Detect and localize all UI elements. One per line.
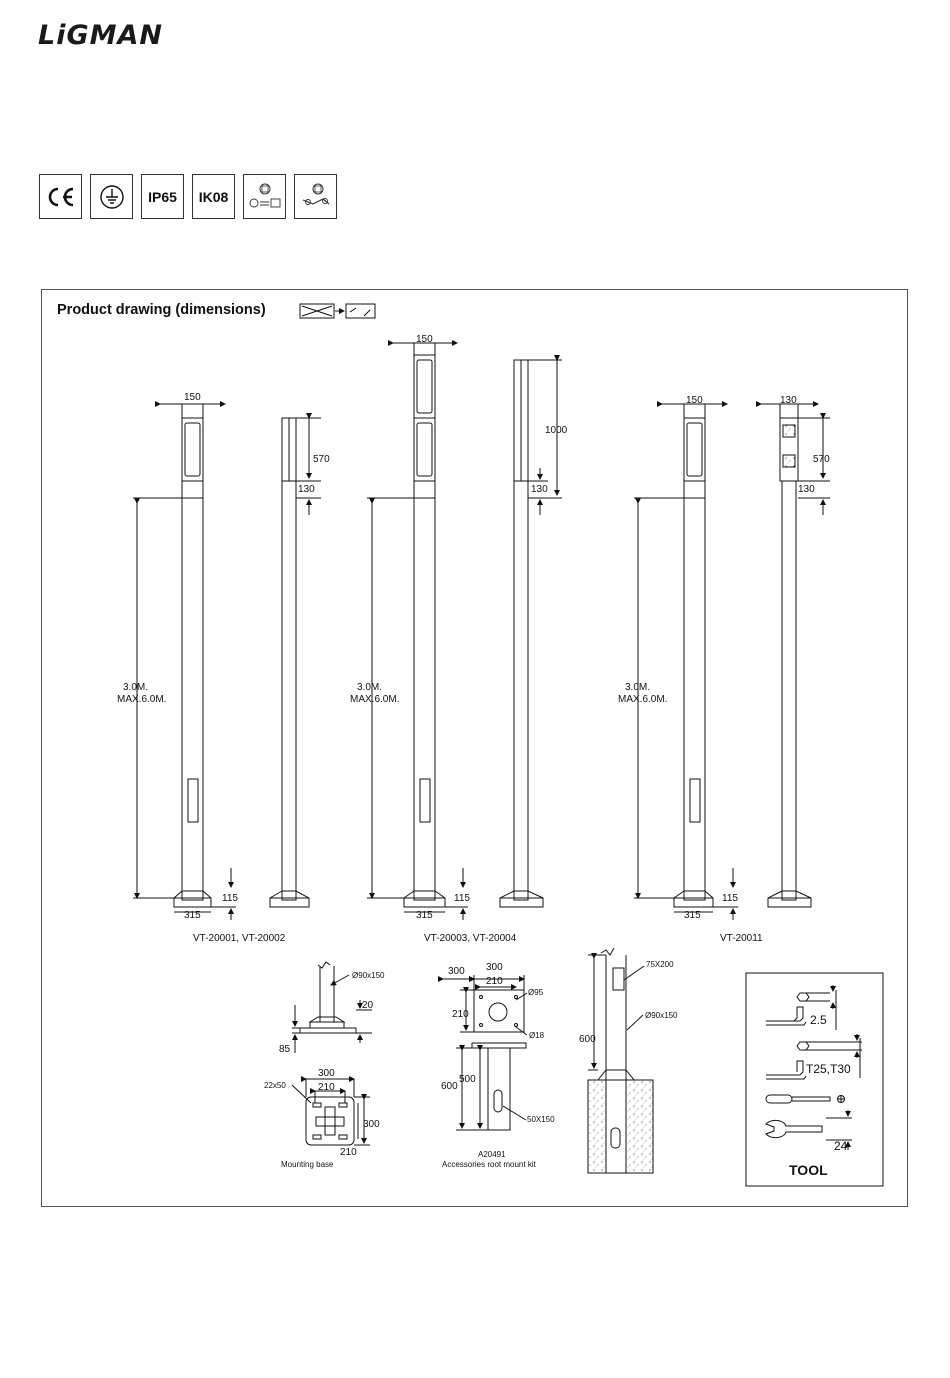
model-c-label: VT-20011: [720, 933, 763, 944]
tool-label: TOOL: [789, 1162, 828, 1178]
ik08-label: IK08: [198, 188, 229, 205]
ligman-logo: LiGMAN: [38, 20, 163, 51]
screwdriver-icon: [765, 1094, 845, 1104]
mount-diameter-label: Ø90x150: [352, 971, 385, 980]
pole-b-width-label: 150: [416, 334, 433, 345]
kit-210-label: 210: [486, 976, 503, 987]
kit-600-label: 600: [441, 1081, 458, 1092]
model-a-label: VT-20001, VT-20002: [193, 933, 286, 944]
mount-plate-height-label: 20: [362, 1000, 374, 1011]
hex-key-icon: [766, 985, 837, 1030]
pole-b-height-line2: MAX.6.0M.: [350, 694, 399, 705]
product-drawing-frame: [41, 289, 908, 1207]
root-mount-kit: [438, 975, 528, 1131]
power-option-badge: [243, 174, 286, 219]
pole-a-side: [269, 413, 321, 908]
ip65-badge: IP65: [141, 174, 184, 219]
ip65-label: IP65: [148, 188, 177, 205]
kit-210-side-label: 210: [452, 1009, 469, 1020]
pole-c-base-width-label: 315: [684, 910, 701, 921]
pole-c-front: [634, 401, 738, 920]
kit-300a-label: 300: [448, 966, 465, 977]
kit-d95-label: Ø95: [528, 988, 544, 997]
pole-a-height-line1: 3.0M.: [123, 682, 148, 693]
pole-a-height-line2: MAX.6.0M.: [117, 694, 166, 705]
pole-c-gap-label: 130: [798, 484, 815, 495]
pole-a-base-height-label: 115: [222, 893, 238, 904]
cable-option-badge: [294, 174, 337, 219]
concrete-installation: [587, 947, 654, 1174]
mounting-base-side: [292, 961, 372, 1053]
pole-a-base-width-label: 315: [184, 910, 201, 921]
pole-c-base-height-label: 115: [722, 893, 738, 904]
concrete-600-label: 600: [579, 1034, 596, 1045]
kit-caption: Accessories root mount kit: [442, 1160, 537, 1169]
ground-symbol-icon: [99, 184, 124, 209]
hex-size-label: 2.5: [810, 1013, 827, 1027]
pole-c-width-label: 150: [686, 395, 703, 406]
mount-300-side-label: 300: [363, 1119, 380, 1130]
pole-a-gap-label: 130: [298, 484, 315, 495]
pole-a-width-label: 150: [184, 392, 201, 403]
kit-500-label: 500: [459, 1074, 476, 1085]
torx-size-label: T25,T30: [806, 1062, 851, 1076]
pole-c-side: [756, 401, 830, 908]
kit-d18-label: Ø18: [529, 1031, 545, 1040]
kit-code-label: A20491: [478, 1150, 506, 1159]
pole-c-side-width-label: 130: [780, 395, 797, 406]
exchange-icon: [299, 303, 376, 319]
torx-key-icon: [766, 1034, 862, 1080]
pole-c-height-line1: 3.0M.: [625, 682, 650, 693]
mount-210-label: 210: [318, 1082, 335, 1093]
ik08-badge: IK08: [192, 174, 235, 219]
concrete-door-label: 75X200: [646, 960, 674, 969]
pole-a-front: [133, 401, 236, 920]
wrench-icon: [765, 1110, 852, 1150]
mount-85-label: 85: [279, 1044, 291, 1055]
cable-option-icon: [302, 183, 329, 205]
pole-c-height-line2: MAX.6.0M.: [618, 694, 667, 705]
section-title: Product drawing (dimensions): [57, 302, 266, 318]
power-option-icon: [249, 183, 280, 207]
pole-a-head-height-label: 570: [313, 454, 330, 465]
pole-b-height-line1: 3.0M.: [357, 682, 382, 693]
pole-c-head-height-label: 570: [813, 454, 830, 465]
dimension-labels: 150 570 130 3.0M. MAX.6.0M. 115 315 VT-2…: [117, 334, 851, 1178]
pole-b-base-width-label: 315: [416, 910, 433, 921]
wrench-size-label: 24: [834, 1139, 848, 1153]
mounting-base-top: [291, 1076, 370, 1146]
pole-b-side: [499, 355, 562, 908]
pole-b-gap-label: 130: [531, 484, 548, 495]
mount-300-label: 300: [318, 1068, 335, 1079]
kit-300b-label: 300: [486, 962, 503, 973]
mounting-base-caption: Mounting base: [281, 1160, 334, 1169]
tool-box: [745, 972, 884, 1187]
ground-badge: [90, 174, 133, 219]
mount-210-bottom-label: 210: [340, 1147, 357, 1158]
kit-slot-label: 50X150: [527, 1115, 555, 1124]
ce-mark-icon: [48, 187, 73, 206]
concrete-diameter-label: Ø90x150: [645, 1011, 678, 1020]
certification-badges: IP65 IK08: [39, 174, 337, 219]
ce-mark-badge: [39, 174, 82, 219]
mount-slot-label: 22x50: [264, 1081, 286, 1090]
model-b-label: VT-20003, VT-20004: [424, 933, 517, 944]
pole-b-base-height-label: 115: [454, 893, 470, 904]
pole-b-front: [367, 340, 468, 920]
pole-b-head-height-label: 1000: [545, 425, 568, 436]
